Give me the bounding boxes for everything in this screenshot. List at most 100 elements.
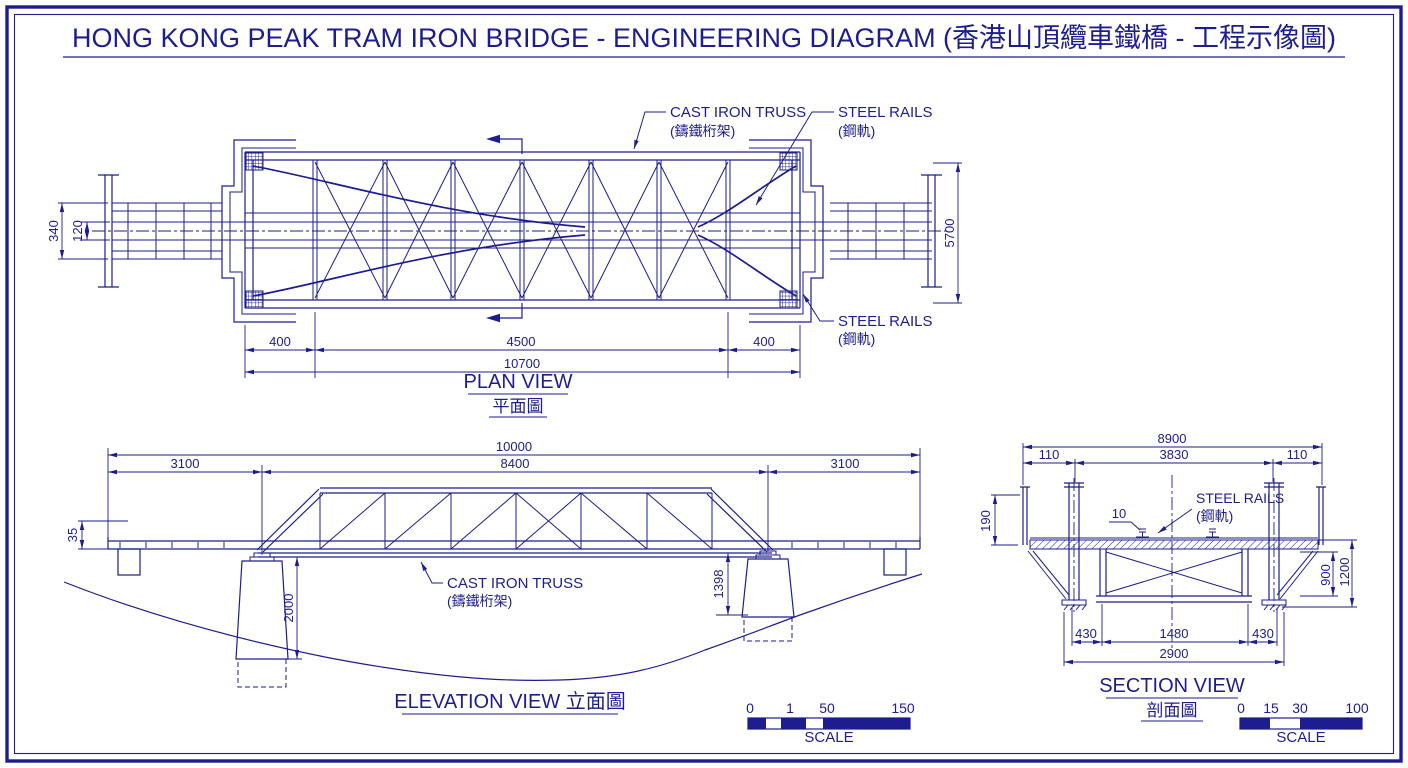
plan-corner-gussets [245, 152, 798, 309]
elevation-foundation-left [237, 658, 287, 688]
section-label-steel-rails: STEEL RAILS (鋼軌) [1157, 490, 1284, 534]
plan-view: 340 120 5700 400 4500 400 10700 CAST IRO… [46, 104, 962, 418]
plan-rails-outer [112, 202, 932, 260]
elevation-truss-verticals [319, 493, 713, 549]
scale-main-tick-0: 0 [746, 700, 754, 716]
plan-label-cast-iron-truss-zh: (鑄鐵桁架) [670, 123, 735, 139]
elevation-dim-left-pier: 2000 [281, 556, 302, 660]
scale-section-label: SCALE [1276, 729, 1325, 746]
plan-dim-400-left: 400 [269, 334, 291, 349]
plan-guide-rail-curves [252, 165, 797, 297]
drawing-title: HONG KONG PEAK TRAM IRON BRIDGE - ENGINE… [63, 23, 1345, 58]
plan-label-steel-rails-top: STEEL RAILS (鋼軌) [755, 104, 932, 206]
elevation-label-cast-iron-truss: CAST IRON TRUSS (鑄鐵桁架) [420, 561, 583, 609]
section-edge-posts [1020, 486, 1326, 545]
section-view: 8900 110 3830 110 10 190 900 1200 4 [978, 431, 1357, 722]
scale-main-bar [747, 717, 911, 730]
plan-dim-400-right: 400 [753, 334, 775, 349]
plan-dim-10700: 10700 [504, 356, 540, 371]
plan-section-cut-top [486, 134, 523, 154]
elevation-view: 10000 3100 8400 3100 35 2000 1398 CAST I… [63, 439, 923, 715]
plan-abutment-left-inner [229, 147, 296, 315]
elevation-foundation-right [743, 616, 793, 642]
section-label-steel-rails-en: STEEL RAILS [1196, 490, 1284, 506]
scale-section-tick-100: 100 [1345, 700, 1369, 716]
plan-truss-chords [244, 151, 801, 309]
section-dim-900: 900 [1318, 564, 1333, 586]
plan-ties-right [847, 203, 905, 259]
page-title: HONG KONG PEAK TRAM IRON BRIDGE - ENGINE… [72, 23, 1336, 53]
scale-main-tick-50: 50 [819, 700, 835, 716]
scale-main-tick-150: 150 [891, 700, 915, 716]
plan-view-title: PLAN VIEW 平面圖 [464, 371, 573, 418]
scale-main-tick-1: 1 [786, 700, 794, 716]
section-dim-110-left: 110 [1039, 447, 1060, 462]
elevation-dim-right-pier: 1398 [711, 552, 748, 616]
plan-label-steel-rails-bottom-zh: (鋼軌) [838, 331, 875, 347]
elevation-deck-ticks [119, 542, 897, 548]
plan-view-title-en: PLAN VIEW [464, 371, 573, 393]
elevation-dims-top: 10000 3100 8400 3100 [107, 439, 921, 555]
plan-dim-4500: 4500 [507, 334, 536, 349]
section-deck-slab [1029, 539, 1319, 550]
section-under-frame [1096, 549, 1252, 603]
plan-end-cap-right [921, 174, 942, 288]
elevation-dim-35: 35 [65, 528, 80, 542]
section-view-title: SECTION VIEW 剖面圖 [1099, 675, 1245, 722]
plan-dims-bottom: 400 4500 400 10700 [244, 312, 801, 378]
scale-section-tick-0: 0 [1237, 700, 1245, 716]
plan-end-cap-left [98, 174, 119, 288]
section-dim-2900: 2900 [1160, 646, 1189, 661]
plan-label-steel-rails-bottom: STEEL RAILS (鋼軌) [802, 293, 932, 347]
plan-label-steel-rails-bottom-en: STEEL RAILS [838, 313, 932, 330]
plan-label-steel-rails-top-en: STEEL RAILS [838, 104, 932, 121]
section-dim-430-left: 430 [1075, 626, 1097, 641]
elevation-abutment-left [117, 548, 141, 576]
section-dims-right: 900 1200 [1282, 539, 1357, 608]
scale-section-tick-30: 30 [1292, 700, 1308, 716]
scale-bar-section: 0 15 30 100 SCALE [1237, 700, 1369, 746]
elevation-dim-3100-left: 3100 [171, 456, 200, 471]
section-dim-rail-detail: 10 [1109, 506, 1141, 531]
section-dim-8900: 8900 [1158, 431, 1187, 446]
plan-dim-5700: 5700 [942, 219, 957, 248]
section-dim-1480: 1480 [1160, 626, 1189, 641]
section-label-steel-rails-zh: (鋼軌) [1196, 508, 1233, 524]
section-dims-bottom: 430 1480 430 2900 [1063, 604, 1285, 666]
section-dim-1200: 1200 [1337, 558, 1352, 587]
plan-view-title-zh: 平面圖 [493, 397, 544, 416]
elevation-ground-line [63, 573, 923, 682]
elevation-dim-3100-right: 3100 [831, 456, 860, 471]
plan-rails-inner [112, 221, 932, 241]
elevation-truss-diagonals [319, 492, 713, 550]
plan-truss-verticals [312, 160, 731, 300]
elevation-dim-10000: 10000 [496, 439, 532, 454]
plan-ties-left [127, 203, 212, 259]
section-dim-110-right: 110 [1287, 447, 1308, 462]
plan-abutment-right-outer [749, 139, 824, 323]
scale-bar-main: 0 1 50 150 SCALE [746, 700, 915, 746]
section-view-title-en: SECTION VIEW [1099, 675, 1245, 697]
sheet-border-outer [5, 5, 1403, 763]
elevation-dim-8400: 8400 [501, 456, 530, 471]
section-frame-diagonals [1105, 551, 1243, 594]
section-dim-190: 190 [978, 510, 993, 532]
scale-section-bar [1239, 717, 1363, 730]
elevation-label-cast-iron-truss-en: CAST IRON TRUSS [447, 575, 583, 592]
elevation-truss-chords [256, 487, 774, 558]
plan-dim-340: 340 [46, 220, 61, 242]
elevation-view-title: ELEVATION VIEW 立面圖 [394, 690, 626, 715]
elevation-dim-1398: 1398 [711, 570, 726, 599]
plan-rails-truss [245, 212, 800, 249]
elevation-dim-2000: 2000 [281, 594, 296, 623]
plan-dim-truss-width: 5700 [933, 162, 962, 304]
section-base-hatch [1063, 604, 1287, 611]
plan-abutment-right-inner [749, 147, 816, 315]
section-dim-430-right: 430 [1252, 626, 1274, 641]
section-dim-10: 10 [1112, 506, 1126, 521]
scale-section-tick-15: 15 [1263, 700, 1279, 716]
plan-dim-track-gauge: 340 120 [46, 202, 110, 260]
plan-dim-120: 120 [70, 220, 85, 242]
section-view-title-zh: 剖面圖 [1147, 701, 1198, 720]
